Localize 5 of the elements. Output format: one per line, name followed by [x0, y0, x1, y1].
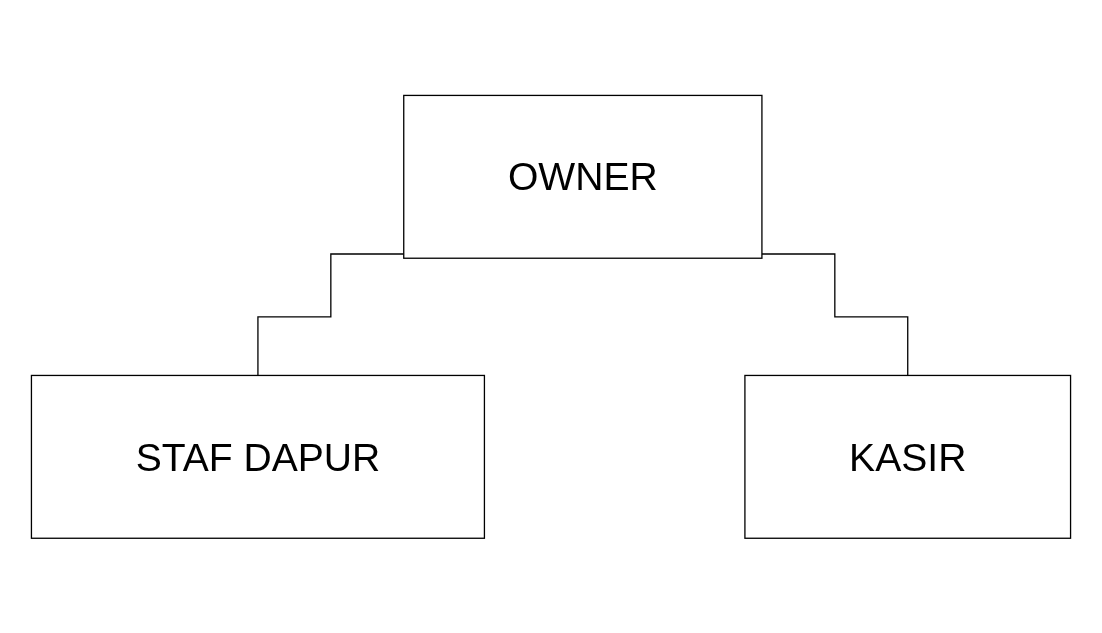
node-box: KASIR: [744, 374, 1072, 539]
connector: [761, 253, 909, 376]
node-box: STAF DAPUR: [30, 374, 486, 539]
node-box: OWNER: [403, 94, 763, 259]
connector: [257, 253, 405, 376]
